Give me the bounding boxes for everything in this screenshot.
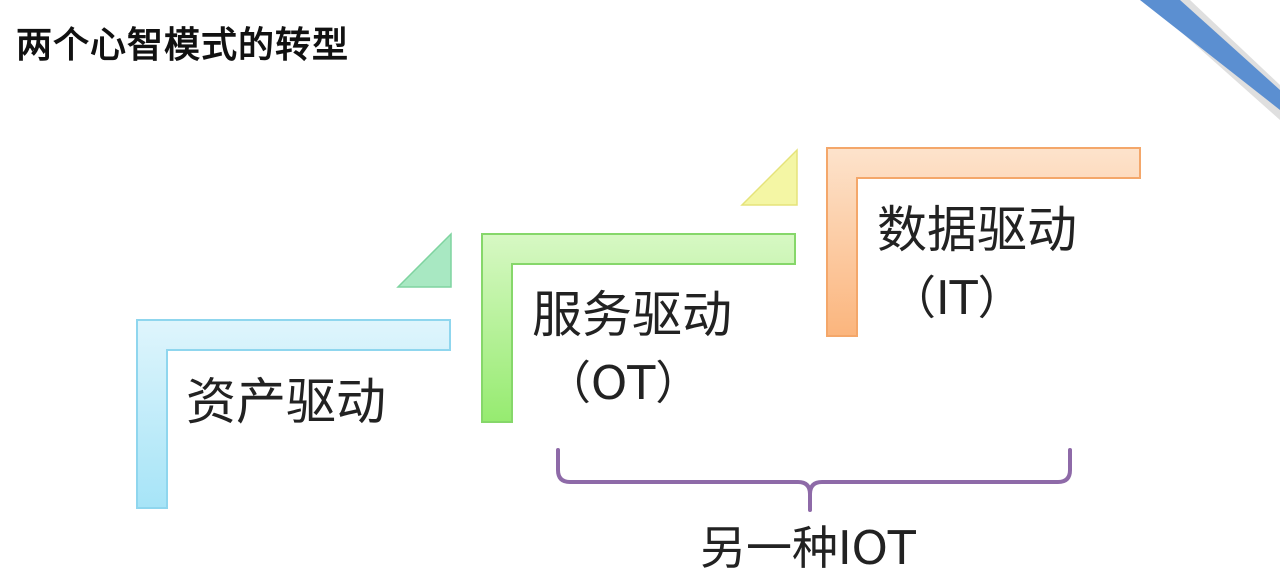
step-service-label: 服务驱动: [532, 286, 732, 344]
step-data-sub: （IT）: [890, 271, 1024, 325]
step-data-label: 数据驱动: [877, 201, 1077, 259]
step-up-arrow-icon: [396, 232, 452, 288]
step-up-arrow-icon: [740, 148, 798, 206]
step-asset-shape: [136, 319, 451, 509]
step-service-sub: （OT）: [545, 356, 702, 410]
corner-ribbon: [1140, 0, 1280, 120]
brace-bracket: [556, 448, 1072, 512]
brace-label: 另一种IOT: [700, 521, 916, 575]
page-title: 两个心智模式的转型: [16, 25, 350, 66]
step-service-shape: [481, 233, 796, 423]
step-data-shape: [826, 147, 1141, 337]
step-asset-label: 资产驱动: [186, 373, 386, 431]
